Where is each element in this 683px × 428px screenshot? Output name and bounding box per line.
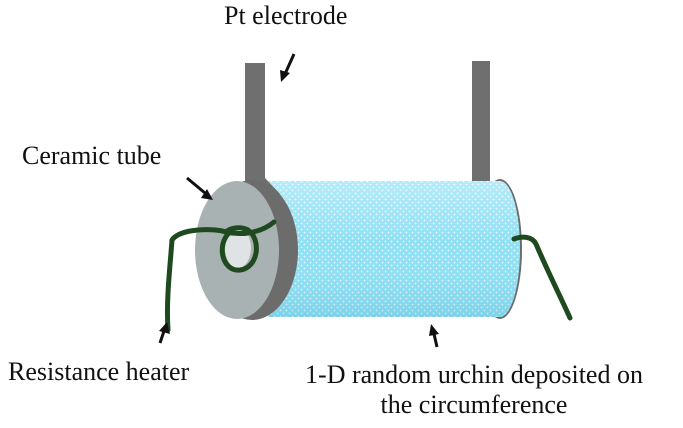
ceramic-tube-arrow-head	[201, 189, 213, 200]
resistance-heater-wire-right	[511, 234, 573, 321]
urchin-arrow-head	[429, 324, 439, 336]
heater-arrow-shaft	[158, 330, 166, 344]
urchin-arrow-shaft	[432, 333, 439, 348]
right-pt-electrode	[472, 61, 490, 197]
left-pt-electrode	[245, 63, 265, 191]
resistance-heater-wire	[164, 219, 277, 333]
ceramic-tube-label: Ceramic tube	[22, 141, 162, 170]
ceramic-tube-arrow-shaft	[186, 176, 206, 195]
resistance-heater-label: Resistance heater	[8, 357, 190, 386]
ceramic-tube-bore	[225, 228, 251, 268]
urchin-coating-label: 1-D random urchin deposited on the circu…	[278, 360, 670, 420]
pt-electrode-arrow-head	[280, 70, 290, 82]
urchin-label-line-2: the circumference	[380, 390, 568, 419]
urchin-coating-shading	[268, 181, 520, 317]
pt-electrode-arrow-shaft	[283, 53, 296, 75]
pt-electrode-label: Pt electrode	[224, 1, 348, 30]
heater-arrow-head	[159, 322, 170, 334]
urchin-label-line-1: 1-D random urchin deposited on	[305, 360, 643, 389]
